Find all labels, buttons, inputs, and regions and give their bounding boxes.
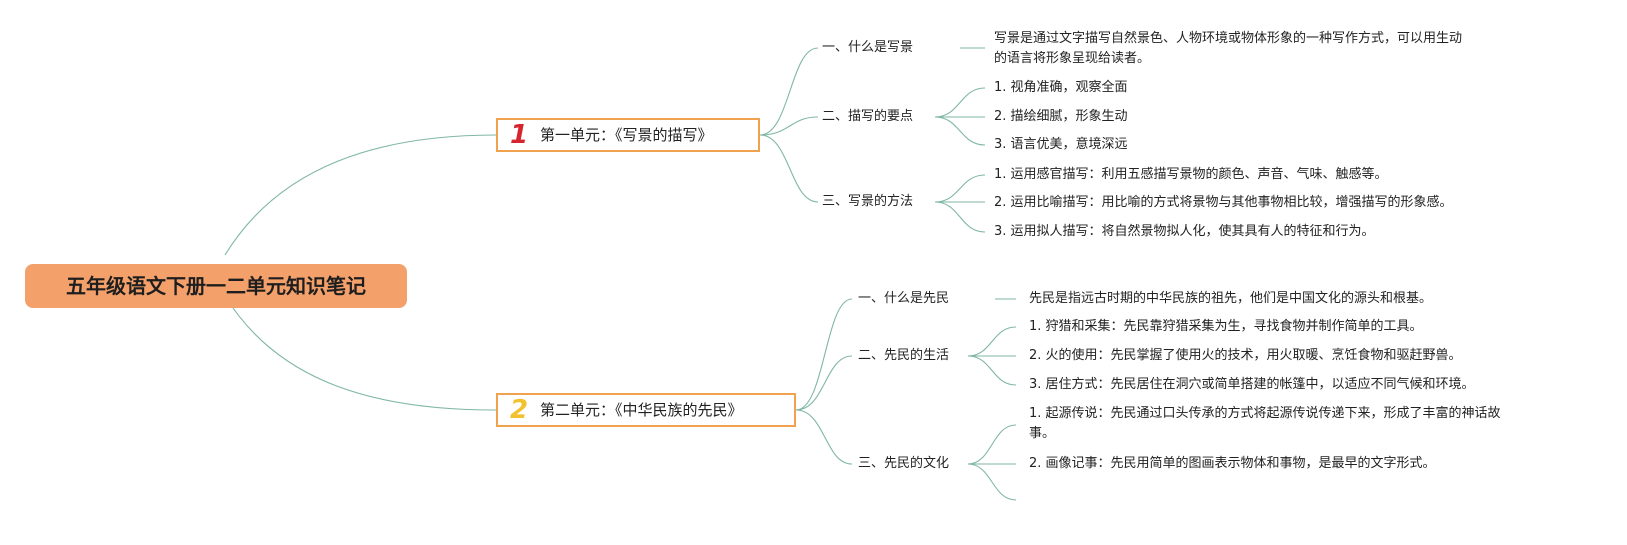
unit1-section2-label[interactable]: 二、描写的要点 (822, 109, 914, 124)
unit1-section3-item2[interactable]: 2. 运用比喻描写：用比喻的方式将景物与其他事物相比较，增强描写的形象感。 (994, 195, 1453, 210)
unit1-section1-label[interactable]: 一、什么是写景 (822, 40, 914, 55)
unit2-section3-label[interactable]: 三、先民的文化 (858, 456, 950, 471)
unit1-section1-content[interactable]: 写景是通过文字描写自然景色、人物环境或物体形象的一种写作方式，可以用生动的语言将… (994, 31, 1463, 66)
unit2-section1-label[interactable]: 一、什么是先民 (858, 291, 950, 306)
unit2-badge: 2 (510, 395, 529, 425)
unit2-section3-item1[interactable]: 1. 起源传说：先民通过口头传承的方式将起源传说传递下来，形成了丰富的神话故事。 (1029, 406, 1501, 441)
unit1-node[interactable]: 1 第一单元：《写景的描写》 (496, 118, 760, 152)
unit2-section2-item3[interactable]: 3. 居住方式：先民居住在洞穴或简单搭建的帐篷中，以适应不同气候和环境。 (1029, 377, 1475, 392)
unit1-section3-label[interactable]: 三、写景的方法 (822, 194, 914, 209)
unit2-title: 第二单元：《中华民族的先民》 (540, 401, 743, 419)
unit2-section1-content[interactable]: 先民是指远古时期的中华民族的祖先，他们是中国文化的源头和根基。 (1029, 291, 1433, 306)
unit2-section2-label[interactable]: 二、先民的生活 (858, 348, 950, 363)
unit2-node[interactable]: 2 第二单元：《中华民族的先民》 (496, 393, 796, 427)
unit1-title: 第一单元：《写景的描写》 (540, 126, 713, 144)
unit1-section2-item2[interactable]: 2. 描绘细腻，形象生动 (994, 109, 1128, 124)
unit1-section2-item3[interactable]: 3. 语言优美，意境深远 (994, 137, 1128, 152)
unit1-section2-item1[interactable]: 1. 视角准确，观察全面 (994, 80, 1128, 95)
unit1-section3-item3[interactable]: 3. 运用拟人描写：将自然景物拟人化，使其具有人的特征和行为。 (994, 224, 1375, 239)
unit1-section3-item1[interactable]: 1. 运用感官描写：利用五感描写景物的颜色、声音、气味、触感等。 (994, 167, 1388, 182)
root-node[interactable]: 五年级语文下册一二单元知识笔记 (25, 264, 407, 308)
unit2-section2-item1[interactable]: 1. 狩猎和采集：先民靠狩猎采集为生，寻找食物并制作简单的工具。 (1029, 319, 1423, 334)
unit2-section2-item2[interactable]: 2. 火的使用：先民掌握了使用火的技术，用火取暖、烹饪食物和驱赶野兽。 (1029, 348, 1462, 363)
unit1-badge: 1 (510, 120, 529, 150)
unit2-section3-item2[interactable]: 2. 画像记事：先民用简单的图画表示物体和事物，是最早的文字形式。 (1029, 456, 1436, 471)
